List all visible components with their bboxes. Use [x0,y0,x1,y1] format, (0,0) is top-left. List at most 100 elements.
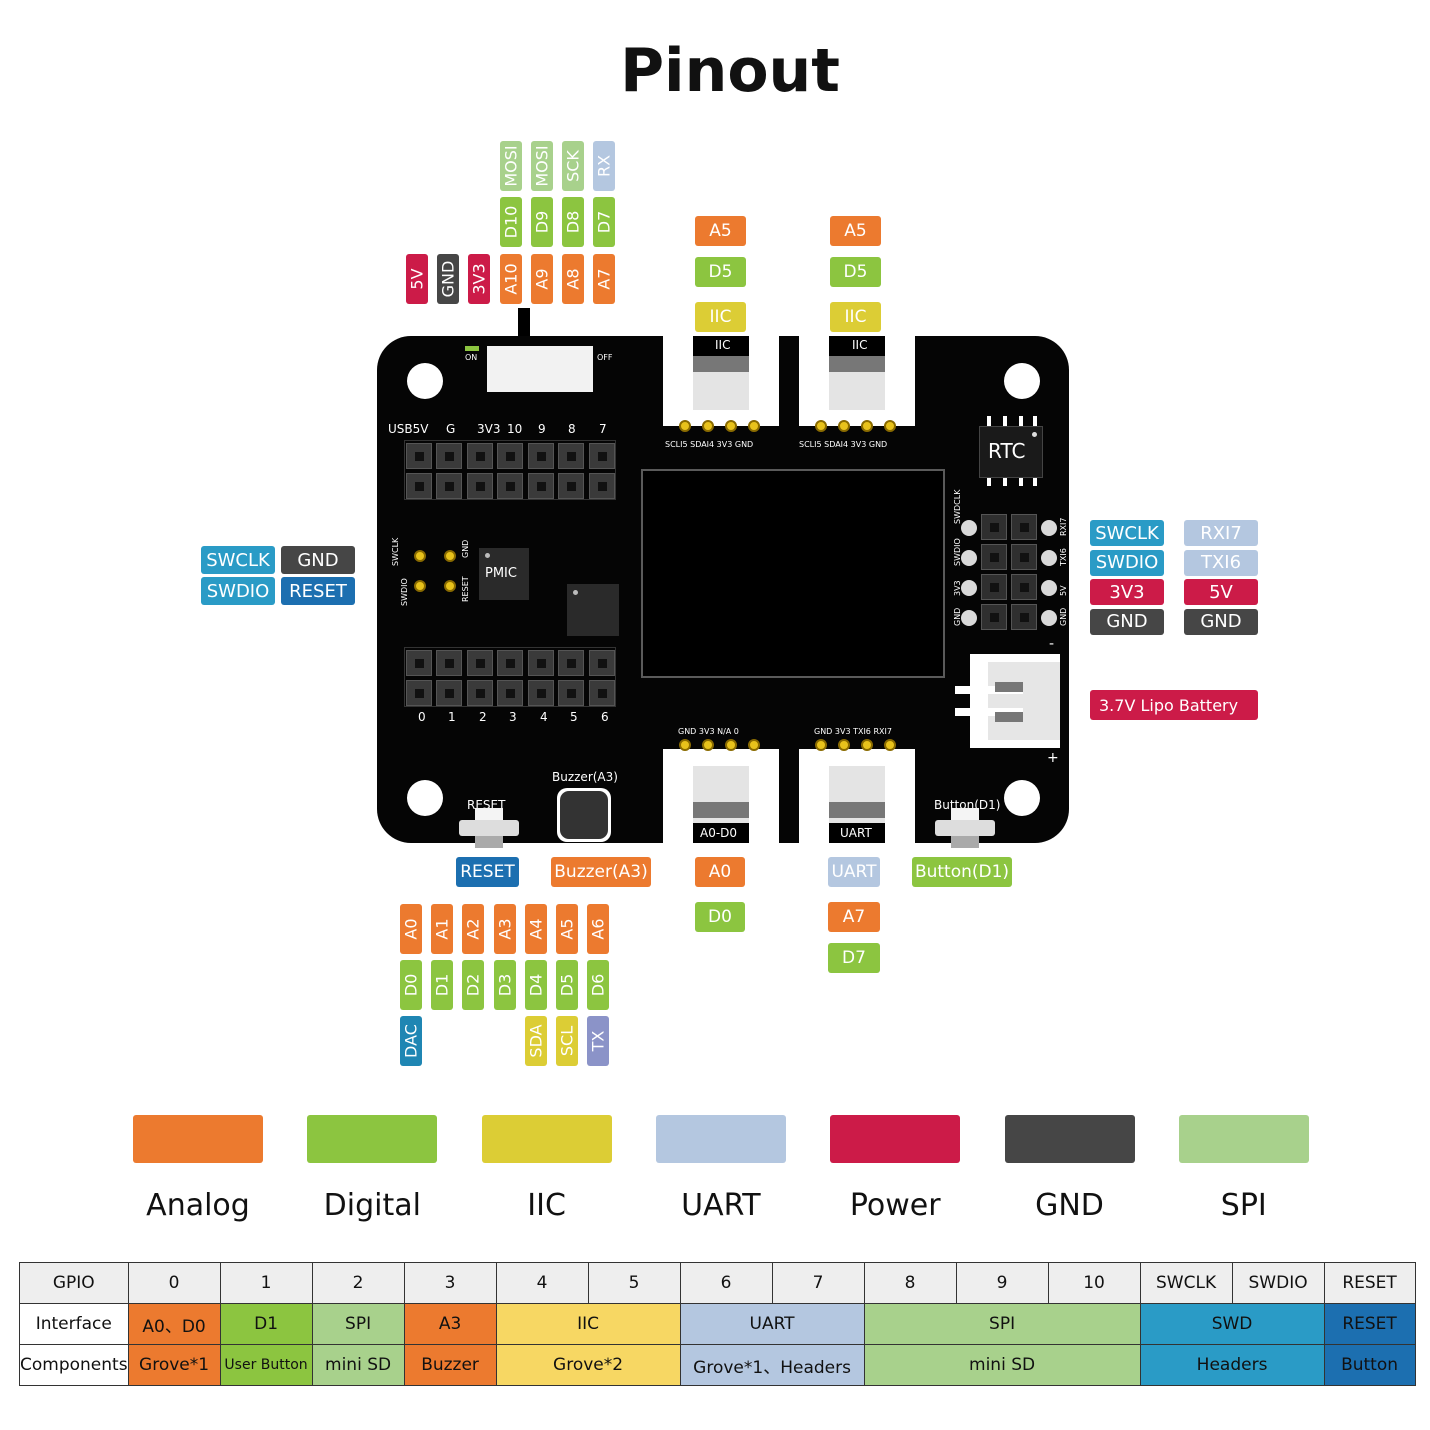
header-pin [589,443,615,469]
power-switch[interactable] [487,346,593,392]
rtc-leg [987,476,991,486]
top-pin-tag: 5V [406,254,428,304]
grove-iic-left-slot [693,356,749,372]
pmic-label: PMIC [485,566,517,581]
header-pin [436,473,462,499]
bottom-pin-tag: D2 [462,960,484,1010]
header-pin [558,680,584,706]
switch-indicator [465,346,479,351]
swd-left-tag: RESET [281,577,355,605]
header-pin [406,650,432,676]
grove-a0d0-label-bg [693,823,749,843]
pad-label-swclk: SWCLK [391,537,400,566]
header-pin [406,443,432,469]
legend-label: IIC [527,1188,566,1223]
top-pin-tag-text: D7 [594,210,614,234]
header-bottom-label: 1 [448,710,456,724]
header-bottom-label: 2 [479,710,487,724]
bottom-pin-tag-text: TX [588,1030,608,1052]
right-header-pad [961,550,977,566]
right-header-left-label: SWDCLK [953,489,962,524]
table-cell: RESET [1323,1303,1416,1345]
header-pin [497,680,523,706]
right-header-pad [1041,520,1057,536]
grove-iic-left-label: IIC [715,338,731,352]
grove-uart-slot [829,802,885,818]
grove-pad [748,420,760,432]
bottom-pin-tag-text: DAC [401,1024,421,1058]
header-pin [467,680,493,706]
bottom-pin-tag-text: D5 [557,973,577,997]
right-header-pin [981,574,1007,600]
header-pin [406,680,432,706]
header-pin [497,443,523,469]
bottom-pin-tag-text: A5 [557,918,577,940]
table-row-interface: Interface A0、D0 D1 SPI A3 IIC UART SPI S… [19,1303,1416,1345]
right-header-pad [961,580,977,596]
bottom-pin-tag-text: D6 [588,973,608,997]
reset-button-cap [475,808,503,820]
right-header-pin [1011,514,1037,540]
header-top-label: 9 [538,422,546,436]
table-cell: SPI [311,1303,405,1345]
bottom-pin-tag-text: D3 [495,973,515,997]
grove-a0d0-label: A0-D0 [700,826,738,840]
grove-top-tag-left: IIC [695,302,746,332]
table-cell: Interface [19,1303,129,1345]
right-header-right-label: TXI6 [1059,548,1068,566]
table-cell: 1 [219,1262,313,1304]
reset-button[interactable] [459,820,519,836]
table-cell: mini SD [863,1344,1141,1386]
top-pin-tag-text: RX [594,154,614,178]
header-pin [528,473,554,499]
legend-swatch [830,1115,961,1163]
table-cell: A3 [403,1303,497,1345]
table-cell: 6 [679,1262,773,1304]
top-pin-tag: D7 [593,197,615,247]
grove-top-tag-left: D5 [695,257,746,287]
grove-uart-label-bg [829,823,885,843]
right-header-right-label: RXI7 [1059,517,1068,537]
bottom-pin-tag-text: A4 [526,918,546,940]
right-header-pin [981,544,1007,570]
bottom-pin-tag: SDA [525,1016,547,1066]
top-pin-tag: D10 [500,197,522,247]
legend-label: Power [849,1188,941,1223]
header-pin [589,680,615,706]
header-top-label: USB5V [388,422,429,436]
buzzer-label: Buzzer(A3) [552,770,618,784]
grove-pad [702,739,714,751]
table-cell: 3 [403,1262,497,1304]
top-pin-tag: A7 [593,254,615,304]
table-cell: Buzzer [403,1344,497,1386]
bottom-pin-tag: D6 [587,960,609,1010]
top-pin-tag-text: MOSI [532,145,552,187]
grove-pad [884,420,896,432]
grove-iic-right-slot [829,356,885,372]
table-cell: SPI [863,1303,1141,1345]
user-button[interactable] [935,820,995,836]
table-cell: 5 [587,1262,681,1304]
bottom-pin-tag-text: A1 [432,918,452,940]
grove-pad [725,739,737,751]
swd-right-tag: SWCLK [1090,520,1164,546]
gpio-table: GPIO 0 1 2 3 4 5 6 7 8 9 10 SWCLK SWDIO … [19,1262,1416,1386]
top-pin-tag: A8 [562,254,584,304]
right-header-right-label: GND [1059,607,1068,626]
header-pin [467,473,493,499]
legend-label: GND [1035,1188,1104,1223]
grove-pad [679,420,691,432]
table-cell: 8 [863,1262,957,1304]
bottom-pin-tag-text: SDA [526,1024,546,1058]
small-chip-dot [573,590,578,595]
battery-pin-metal [995,682,1023,692]
table-row-gpio: GPIO 0 1 2 3 4 5 6 7 8 9 10 SWCLK SWDIO … [19,1262,1416,1304]
legend-label: SPI [1220,1188,1267,1223]
top-pin-tag: SCK [562,141,584,191]
table-cell: 4 [495,1262,589,1304]
user-button-base [951,836,979,848]
pmic-dot [485,553,490,558]
switch-on-label: ON [465,353,478,362]
header-pin [528,443,554,469]
bottom-pin-tag-text: A2 [463,918,483,940]
